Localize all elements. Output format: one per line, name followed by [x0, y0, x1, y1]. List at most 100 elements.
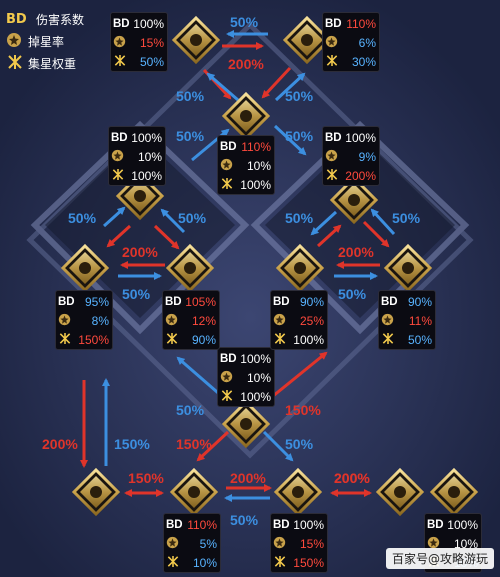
drop-value: 9%	[358, 149, 376, 164]
gather-value: 200%	[345, 168, 376, 183]
bd-value: 95%	[84, 294, 109, 309]
ruler-emblem	[221, 91, 271, 141]
stat-box-caster: BD 90% 11% 50%	[378, 290, 436, 350]
drop-row: 10%	[111, 147, 162, 166]
bd-label: BD	[381, 295, 398, 308]
arrow-label-ruler-right: 50%	[285, 88, 314, 104]
gather-value: 150%	[293, 555, 324, 570]
gather-row: 100%	[220, 175, 271, 194]
bd-label: BD	[325, 131, 342, 144]
bd-value: 110%	[241, 139, 271, 154]
drop-value: 10%	[246, 370, 271, 385]
bd-value: 100%	[293, 517, 324, 532]
gather-row: 150%	[58, 330, 109, 349]
arrow-label-assassin-caster-red: 200%	[338, 244, 374, 260]
watermark: 百家号@攻略游玩	[385, 548, 494, 569]
bd-value: 105%	[185, 294, 216, 309]
drop-row: 10%	[220, 156, 271, 175]
star-gather-icon	[111, 168, 125, 184]
gather-row: 90%	[165, 330, 216, 349]
arrow-label-shielder-alterego: 50%	[285, 436, 314, 452]
arrow-label-bers-alter-blue: 50%	[230, 512, 259, 528]
arrow-label-bers-alter-red: 200%	[334, 470, 370, 486]
gather-row: 50%	[381, 330, 432, 349]
beast-emblem	[71, 467, 121, 517]
arrow-blue	[273, 124, 307, 156]
arrow-label-archer-lancer-red: 200%	[122, 244, 158, 260]
drop-row: 9%	[325, 147, 376, 166]
arrow-label-top-mid: 50%	[230, 14, 259, 30]
legend: BD 伤害系数 掉星率 集星权重	[6, 8, 84, 74]
star-drop-icon	[325, 35, 338, 51]
drop-row: 6%	[325, 33, 376, 52]
drop-row: 5%	[166, 534, 217, 553]
arrow-red	[362, 220, 390, 248]
alterego-emblem	[273, 467, 323, 517]
arrow-label-rider-assassin: 50%	[285, 210, 314, 226]
drop-row: 10%	[427, 534, 478, 553]
arrow-label-star-foreigner: 200%	[334, 470, 370, 486]
legend-gather-row: 集星权重	[6, 52, 84, 74]
bd-row: BD 90%	[381, 292, 432, 311]
gather-value: 100%	[240, 389, 271, 404]
drop-value: 8%	[91, 313, 109, 328]
star-drop-icon	[381, 313, 394, 329]
arrow-blue	[262, 430, 294, 462]
arrow-blue	[370, 208, 396, 236]
bd-value: 110%	[346, 16, 376, 31]
gather-row: 100%	[273, 330, 324, 349]
gather-row: 100%	[220, 387, 271, 406]
star-drop-icon	[273, 536, 286, 552]
star-gather-icon	[273, 332, 287, 348]
drop-row: 25%	[273, 311, 324, 330]
star-drop-icon	[58, 313, 71, 329]
arrow-label-saber-ruler: 50%	[176, 128, 205, 144]
drop-row: 12%	[165, 311, 216, 330]
gather-value: 10%	[192, 555, 217, 570]
drop-value: 10%	[453, 536, 478, 551]
arrow-blue	[206, 72, 239, 102]
arrow-label-rider-ruler: 50%	[285, 128, 314, 144]
bd-value: 110%	[187, 517, 217, 532]
star-drop-icon	[325, 149, 338, 165]
arrow-label-shielder-lancer: 50%	[176, 402, 205, 418]
gather-row: 30%	[325, 52, 376, 71]
star-drop-icon	[165, 313, 178, 329]
shielder-emblem	[221, 399, 271, 449]
arrow-blue	[310, 210, 338, 236]
drop-row: 15%	[273, 534, 324, 553]
arrow-label-shielder-berserker: 150%	[176, 436, 212, 452]
star-drop-icon	[6, 32, 28, 51]
gather-value: 90%	[191, 332, 216, 347]
star-gather-icon	[58, 332, 72, 348]
bd-label: BD	[427, 518, 444, 531]
background-shadows	[45, 135, 455, 318]
drop-value: 15%	[139, 35, 164, 50]
gather-value: 50%	[139, 54, 164, 69]
gather-row: 50%	[113, 52, 164, 71]
drop-row: 11%	[381, 311, 432, 330]
bd-value: 100%	[131, 130, 162, 145]
star-drop-icon	[427, 536, 440, 552]
background-frames	[26, 21, 474, 459]
bd-label: BD	[220, 352, 237, 365]
bd-value: 90%	[407, 294, 432, 309]
class-emblems	[60, 15, 479, 517]
star-drop-icon	[113, 35, 126, 51]
avenger-emblem	[282, 15, 332, 65]
bd-label: BD	[58, 295, 75, 308]
legend-bd-text: 伤害系数	[36, 12, 85, 27]
gather-value: 30%	[351, 54, 376, 69]
arrow-label-top-mid2: 200%	[228, 56, 264, 72]
arrow-label-shielder-assassin: 150%	[285, 402, 321, 418]
arrow-red	[316, 224, 342, 248]
legend-drop-row: 掉星率	[6, 30, 84, 52]
gather-row: 200%	[325, 166, 376, 185]
bd-row: BD 95%	[58, 292, 109, 311]
